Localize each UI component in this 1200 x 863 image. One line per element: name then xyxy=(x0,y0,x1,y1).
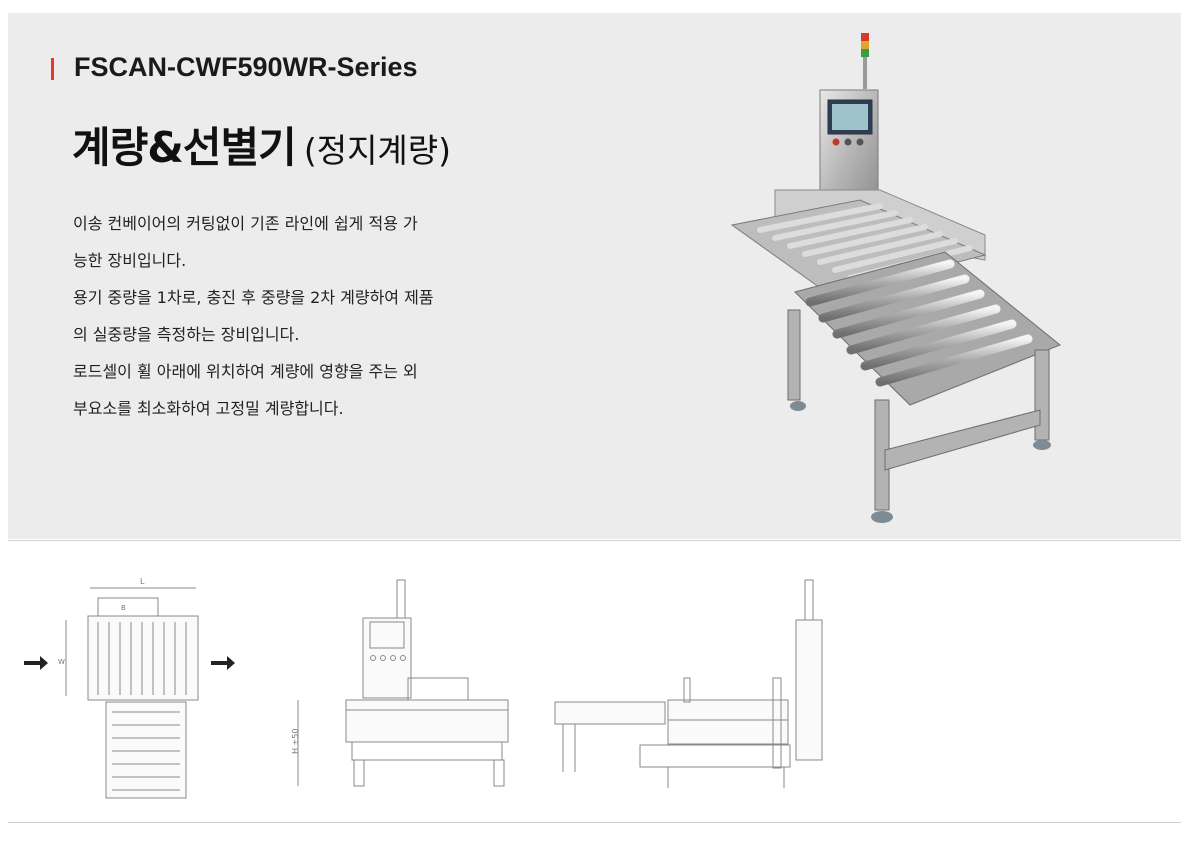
front-rollers xyxy=(805,259,1033,387)
hero-section xyxy=(8,13,1181,539)
dim-length-label: L xyxy=(140,577,145,586)
title-accent-bar xyxy=(51,58,54,80)
dim-height-label: H ±50 xyxy=(291,729,300,754)
title-sub: (정지계량) xyxy=(303,131,452,170)
description-line: 부요소를 최소화하여 고정밀 계량합니다. xyxy=(73,399,344,418)
front-view-drawing: H ±50 xyxy=(291,579,509,787)
product-photo xyxy=(730,33,1061,523)
dim-b-label: B xyxy=(121,604,126,612)
signal-tower xyxy=(861,33,869,89)
technical-drawings: L B W H ±50 xyxy=(24,577,823,799)
description-line: 용기 중량을 1차로, 충진 후 중량을 2차 계량하여 제품 xyxy=(73,288,434,307)
model-name: FSCAN-CWF590WR-Series xyxy=(74,52,418,82)
caster-wheels xyxy=(790,401,1051,523)
page-title: 계량&선별기(정지계량) xyxy=(72,114,451,175)
title-main: 계량&선별기 xyxy=(72,123,297,172)
top-view-drawing: L B W xyxy=(58,577,199,799)
section-divider xyxy=(8,822,1181,823)
description-line: 의 실중량을 측정하는 장비입니다. xyxy=(73,325,300,344)
machine-legs xyxy=(787,309,1050,511)
section-divider xyxy=(8,540,1181,541)
description-line: 능한 장비입니다. xyxy=(73,251,187,270)
dim-width-label: W xyxy=(58,658,65,666)
flow-direction-arrows xyxy=(24,656,235,670)
description-line: 로드셀이 휠 아래에 위치하여 계량에 영향을 주는 외 xyxy=(73,362,418,381)
product-description: 이송 컨베이어의 커팅없이 기존 라인에 쉽게 적용 가 능한 장비입니다. 용… xyxy=(73,205,503,427)
description-line: 이송 컨베이어의 커팅없이 기존 라인에 쉽게 적용 가 xyxy=(73,214,418,233)
side-view-drawing xyxy=(554,579,823,788)
